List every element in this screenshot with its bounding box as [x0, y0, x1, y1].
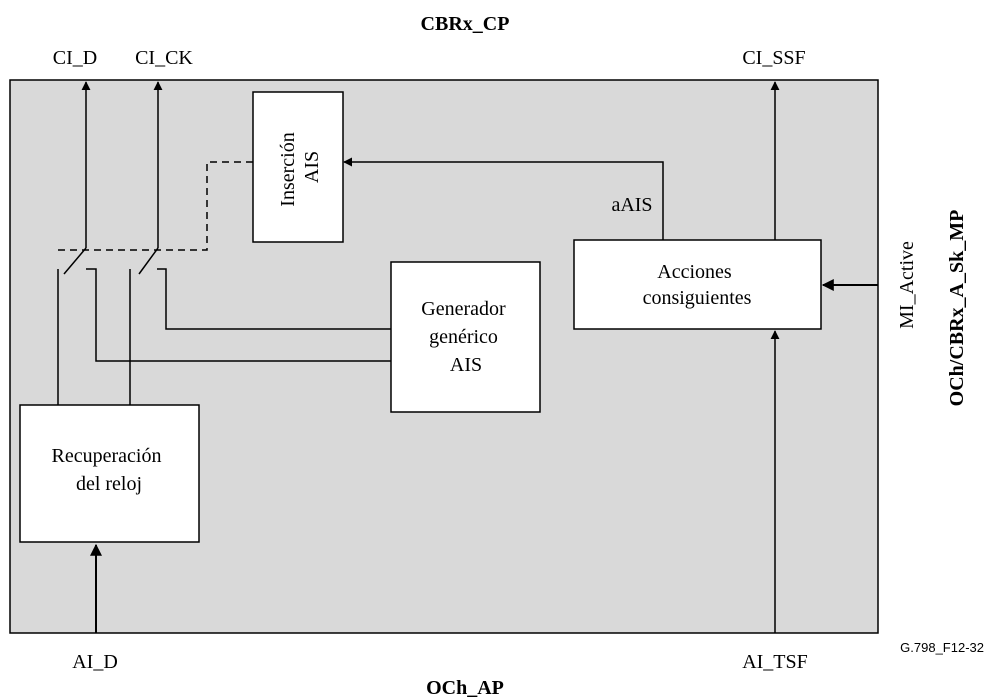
switch-ck-contact-b [157, 268, 391, 330]
output-ci-ssf-label: CI_SSF [742, 47, 805, 69]
acciones-line-1: Acciones [657, 261, 732, 283]
svg-text:Generador genérico: Generador genérico AIS [421, 298, 510, 376]
block-acciones-consiguientes: Acciones consiguientes [573, 239, 822, 330]
switch-ck-blade [138, 247, 159, 275]
generador-line-1: Generador [421, 298, 506, 320]
block-recuperacion-reloj: Recuperación del reloj [19, 404, 200, 543]
aais-line [343, 157, 664, 240]
ais-control-dashed-line [56, 161, 253, 251]
recuperacion-line-1: Recuperación [52, 445, 162, 467]
block-generador-ais: Generador genérico AIS [390, 261, 541, 413]
input-ai-tsf-label: AI_TSF [742, 651, 808, 673]
insercion-line-1: Inserción [277, 132, 299, 206]
block-insercion-ais: Inserción AIS [252, 91, 344, 243]
generador-line-2: genérico [429, 326, 498, 348]
title-top: CBRx_CP [421, 13, 510, 35]
svg-text:Recuperación del reloj: Recuperación del reloj [52, 445, 167, 495]
svg-text:Inserción AIS: Inserción AIS [277, 127, 323, 206]
mi-active-label: MI_Active [896, 241, 918, 329]
recuperacion-line-2: del reloj [76, 473, 142, 495]
acciones-line-2: consiguientes [643, 287, 752, 309]
input-ai-d-label: AI_D [72, 651, 118, 673]
output-ci-d-label: CI_D [53, 47, 97, 69]
switch-d-blade [63, 247, 87, 275]
insercion-line-2: AIS [301, 151, 323, 183]
title-bottom: OCh_AP [426, 677, 504, 698]
aais-label: aAIS [611, 194, 652, 216]
figure-id: G.798_F12-32 [900, 640, 984, 655]
generador-line-3: AIS [450, 354, 482, 376]
switch-d-contact-b [86, 268, 391, 362]
output-ci-ck-label: CI_CK [135, 47, 193, 69]
svg-text:Acciones consiguientes: Acciones consiguientes [643, 261, 752, 309]
right-side-title: OCh/CBRx_A_Sk_MP [946, 210, 968, 407]
